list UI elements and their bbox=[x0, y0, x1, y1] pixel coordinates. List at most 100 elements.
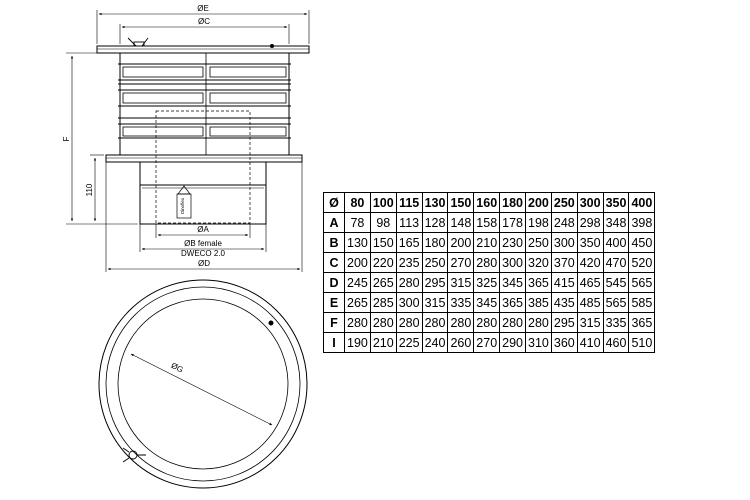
table-header-cell: 180 bbox=[499, 192, 527, 213]
table-cell: 300 bbox=[395, 292, 423, 313]
table-cell: 220 bbox=[369, 252, 397, 273]
table-header-cell: 160 bbox=[473, 192, 501, 213]
table-row-key: C bbox=[323, 252, 345, 273]
table-cell: 250 bbox=[421, 252, 449, 273]
table-cell: 98 bbox=[369, 212, 397, 233]
table-header-cell: 400 bbox=[628, 192, 656, 213]
table-cell: 113 bbox=[395, 212, 423, 233]
label-dia-e: ØE bbox=[197, 4, 209, 13]
table-header-cell: 350 bbox=[602, 192, 630, 213]
table-cell: 365 bbox=[525, 272, 552, 293]
table-cell: 225 bbox=[395, 332, 423, 353]
table-header-cell: 80 bbox=[344, 192, 371, 213]
table-cell: 585 bbox=[628, 292, 656, 313]
table-cell: 365 bbox=[628, 312, 656, 333]
table-row-key: F bbox=[323, 312, 345, 333]
table-cell: 190 bbox=[344, 332, 371, 353]
table-cell: 265 bbox=[344, 292, 371, 313]
table-cell: 250 bbox=[525, 232, 552, 253]
label-dia-b: ØB female bbox=[184, 239, 222, 248]
label-dia-g: ØG bbox=[170, 361, 185, 375]
table-cell: 435 bbox=[550, 292, 578, 313]
table-cell: 315 bbox=[421, 292, 449, 313]
table-cell: 280 bbox=[473, 312, 501, 333]
table-cell: 280 bbox=[447, 312, 475, 333]
table-cell: 158 bbox=[473, 212, 501, 233]
table-cell: 295 bbox=[421, 272, 449, 293]
table-cell: 420 bbox=[576, 252, 604, 273]
table-cell: 295 bbox=[550, 312, 578, 333]
table-header-cell: 250 bbox=[550, 192, 578, 213]
table-cell: 230 bbox=[499, 232, 527, 253]
table-cell: 78 bbox=[344, 212, 371, 233]
table-cell: 148 bbox=[447, 212, 475, 233]
table-cell: 298 bbox=[576, 212, 604, 233]
table-cell: 280 bbox=[369, 312, 397, 333]
table-cell: 300 bbox=[499, 252, 527, 273]
label-dia-a: ØA bbox=[197, 225, 209, 234]
table-cell: 280 bbox=[525, 312, 552, 333]
table-cell: 345 bbox=[499, 272, 527, 293]
table-cell: 345 bbox=[473, 292, 501, 313]
table-header-cell: 115 bbox=[395, 192, 423, 213]
label-dia-d: ØD bbox=[198, 259, 210, 268]
table-cell: 270 bbox=[473, 332, 501, 353]
table-cell: 180 bbox=[421, 232, 449, 253]
table-cell: 245 bbox=[344, 272, 371, 293]
label-tag: Dinoflex bbox=[180, 197, 185, 214]
table-row-key: I bbox=[323, 332, 345, 353]
table-row-key: B bbox=[323, 232, 345, 253]
table-corner-diameter: Ø bbox=[323, 192, 345, 213]
table-cell: 348 bbox=[602, 212, 630, 233]
table-cell: 265 bbox=[369, 272, 397, 293]
label-dweco: DWECO 2.0 bbox=[181, 249, 226, 258]
table-cell: 280 bbox=[344, 312, 371, 333]
table-cell: 360 bbox=[550, 332, 578, 353]
table-cell: 290 bbox=[499, 332, 527, 353]
table-cell: 510 bbox=[628, 332, 656, 353]
label-dia-c: ØC bbox=[198, 17, 210, 26]
table-cell: 200 bbox=[344, 252, 371, 273]
table-cell: 450 bbox=[628, 232, 656, 253]
table-cell: 200 bbox=[447, 232, 475, 253]
table-cell: 235 bbox=[395, 252, 423, 273]
table-cell: 280 bbox=[395, 272, 423, 293]
table-cell: 325 bbox=[473, 272, 501, 293]
table-cell: 470 bbox=[602, 252, 630, 273]
table-cell: 545 bbox=[602, 272, 630, 293]
table-cell: 248 bbox=[550, 212, 578, 233]
side-view bbox=[96, 37, 310, 225]
table-cell: 465 bbox=[576, 272, 604, 293]
table-cell: 335 bbox=[602, 312, 630, 333]
table-cell: 165 bbox=[395, 232, 423, 253]
table-cell: 335 bbox=[447, 292, 475, 313]
table-cell: 280 bbox=[499, 312, 527, 333]
table-cell: 280 bbox=[473, 252, 501, 273]
table-cell: 300 bbox=[550, 232, 578, 253]
table-cell: 210 bbox=[369, 332, 397, 353]
table-cell: 415 bbox=[550, 272, 578, 293]
table-cell: 370 bbox=[550, 252, 578, 273]
table-cell: 285 bbox=[369, 292, 397, 313]
table-cell: 565 bbox=[628, 272, 656, 293]
table-cell: 350 bbox=[576, 232, 604, 253]
table-header-cell: 100 bbox=[369, 192, 397, 213]
table-cell: 320 bbox=[525, 252, 552, 273]
table-cell: 280 bbox=[421, 312, 449, 333]
top-view: ØG bbox=[98, 279, 308, 489]
dimension-labels: ØE ØC ØA ØB female DWECO 2.0 ØD F 110 Di… bbox=[62, 4, 226, 268]
table-header-cell: 300 bbox=[576, 192, 604, 213]
table-cell: 128 bbox=[421, 212, 449, 233]
label-height-110: 110 bbox=[85, 183, 94, 196]
table-header-cell: 200 bbox=[525, 192, 552, 213]
dimension-lines bbox=[66, 10, 310, 272]
